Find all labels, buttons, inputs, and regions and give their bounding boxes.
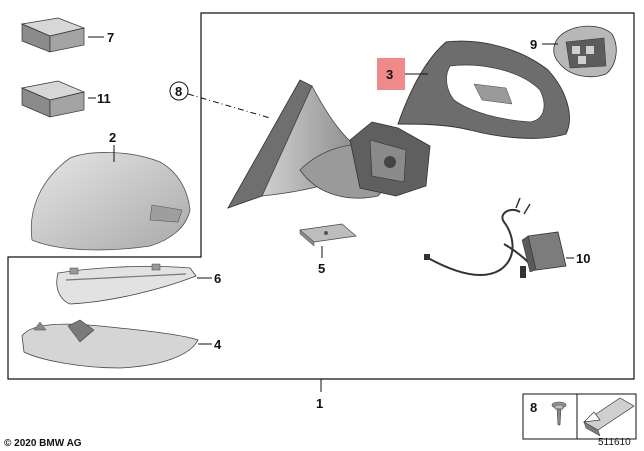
part-9-actuator[interactable] — [553, 25, 617, 78]
callout-6: 6 — [214, 271, 221, 286]
callout-8-circle: 8 — [175, 84, 182, 99]
assembly-frame — [7, 12, 635, 380]
callout-5: 5 — [318, 261, 325, 276]
part-7-kit-box[interactable] — [20, 17, 86, 53]
callout-8-circle-ring — [169, 81, 189, 101]
callout-9: 9 — [530, 37, 537, 52]
part-3-housing-frame[interactable] — [397, 40, 570, 139]
leader-8 — [187, 93, 271, 119]
part-2-mirror-cap[interactable] — [30, 152, 191, 251]
diagram-number: 511610 — [598, 437, 631, 448]
arrow-icon — [583, 397, 635, 437]
legend-callout-8: 8 — [530, 400, 537, 415]
callout-1: 1 — [316, 396, 323, 411]
callout-4: 4 — [214, 337, 222, 352]
copyright-text: © 2020 BMW AG — [4, 438, 82, 449]
part-5-plate[interactable] — [299, 223, 357, 247]
callout-2: 2 — [109, 130, 116, 145]
callout-3: 3 — [386, 67, 393, 82]
legend-box: 8 — [522, 393, 637, 440]
callout-10: 10 — [576, 251, 590, 266]
callout-3-highlight — [377, 58, 405, 90]
part-4-trim-strip[interactable] — [21, 319, 199, 369]
part-11-kit-box[interactable] — [20, 80, 86, 118]
part-6-turn-signal[interactable] — [56, 263, 197, 305]
part-10-wiring-harness[interactable] — [424, 197, 567, 278]
mirror-housing-assembly[interactable] — [227, 79, 431, 209]
screw-icon — [551, 401, 567, 426]
callout-11: 11 — [97, 91, 111, 106]
callout-7: 7 — [107, 30, 114, 45]
